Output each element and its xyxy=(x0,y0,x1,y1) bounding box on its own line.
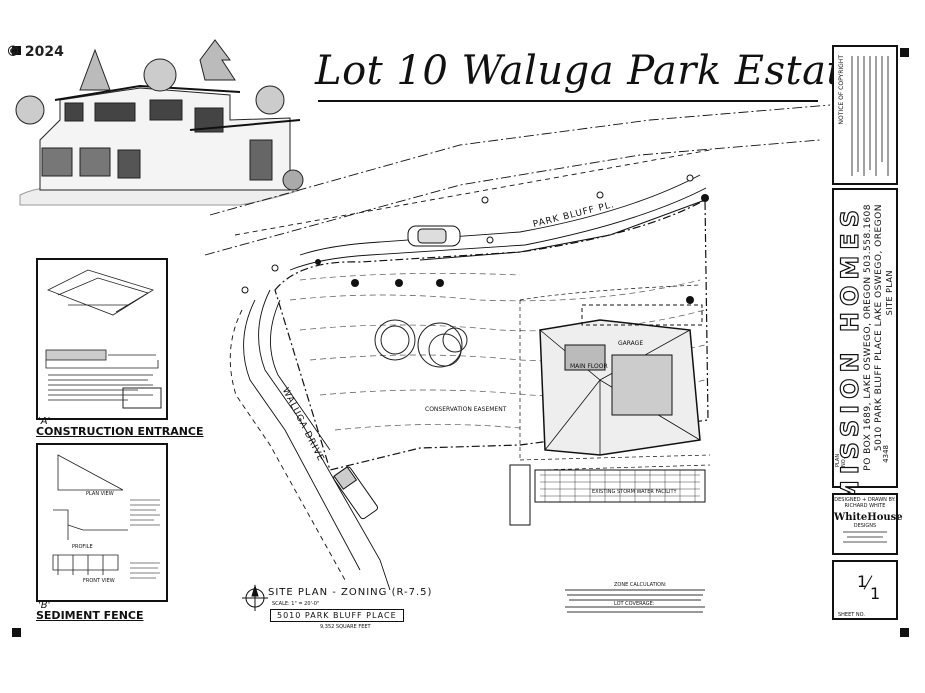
truck-icon xyxy=(333,466,378,520)
property-boundary xyxy=(274,199,709,471)
construction-entrance-drawing xyxy=(45,269,162,409)
designer-label: DESIGNED + DRAWN BY: xyxy=(834,497,896,503)
project-address: 5010 PARK BLUFF PLACE LAKE OSWEGO, OREGO… xyxy=(874,204,884,452)
detail-a-label: CONSTRUCTION ENTRANCE xyxy=(36,425,204,438)
notice-text-lines xyxy=(851,56,889,176)
copyright-notice-box: NOTICE OF COPYRIGHT xyxy=(832,45,898,185)
site-plan-scale: SCALE: 1" = 20'-0" xyxy=(272,601,320,607)
detail-b-frame xyxy=(36,443,168,602)
site-plan-title: SITE PLAN - ZONING (R-7.5) xyxy=(268,587,433,598)
trees xyxy=(374,319,468,368)
whitehouse-logo: WhiteHouse xyxy=(834,512,903,523)
page-title: Lot 10 Waluga Park Estates xyxy=(315,48,889,94)
sheet-number: 1 xyxy=(857,572,868,591)
copyright-mark: © 2024 xyxy=(6,44,64,60)
conservation-easement-label: CONSERVATION EASEMENT xyxy=(425,406,507,413)
north-arrow-icon xyxy=(242,584,268,611)
zone-calculation-title: ZONE CALCULATION: xyxy=(614,582,667,588)
detail-b-letter: 'B' xyxy=(38,600,51,611)
sheet-number-label: SHEET NO. xyxy=(838,612,865,618)
house-footprint xyxy=(539,304,703,456)
survey-markers xyxy=(241,174,709,304)
house-rendering xyxy=(15,39,304,206)
title-underline xyxy=(318,100,818,102)
sheet-title: SITE PLAN xyxy=(885,270,894,316)
detail-b-plan-view: PLAN VIEW xyxy=(86,491,114,497)
detail-b-front-view: FRONT VIEW xyxy=(83,578,115,584)
lot-coverage-title: LOT COVERAGE: xyxy=(614,601,655,607)
detail-a-letter: 'A' xyxy=(38,416,51,427)
copyright-notice-text: NOTICE OF COPYRIGHT xyxy=(838,55,845,125)
company-address: PO BOX 1689, LAKE OSWEGO, OREGON 503.558… xyxy=(863,204,873,471)
calculation-notes xyxy=(565,589,705,613)
storm-water-facility xyxy=(509,464,706,526)
storm-facility-label: EXISTING STORM WATER FACILITY xyxy=(592,489,677,495)
site-address-box: 5010 PARK BLUFF PLACE xyxy=(270,609,404,622)
plan-number: 4348 xyxy=(882,445,890,463)
whitehouse-logo-sub: DESIGNS xyxy=(853,523,877,529)
detail-b-profile: PROFILE xyxy=(72,544,93,550)
sediment-fence-drawing xyxy=(52,454,160,579)
easement-lines xyxy=(519,284,711,471)
garage-label: GARAGE xyxy=(618,340,644,347)
detail-b-label: SEDIMENT FENCE xyxy=(36,609,144,622)
designer-name: RICHARD WHITE xyxy=(844,503,886,509)
sheet-number-block: 1 1 SHEET NO. xyxy=(832,560,898,620)
detail-a-frame xyxy=(36,258,168,420)
designer-contact-lines xyxy=(843,531,887,543)
sheet-total: 1 xyxy=(870,584,881,603)
company-block: MISSION HOMES PO BOX 1689, LAKE OSWEGO, … xyxy=(832,188,898,505)
car-icon xyxy=(407,225,461,247)
main-floor-label: MAIN FLOOR xyxy=(570,363,608,370)
plan-number-label: PLAN NO. xyxy=(835,453,847,467)
designer-block: DESIGNED + DRAWN BY: RICHARD WHITE White… xyxy=(832,493,903,555)
site-area: 9,352 SQUARE FEET xyxy=(320,624,371,630)
